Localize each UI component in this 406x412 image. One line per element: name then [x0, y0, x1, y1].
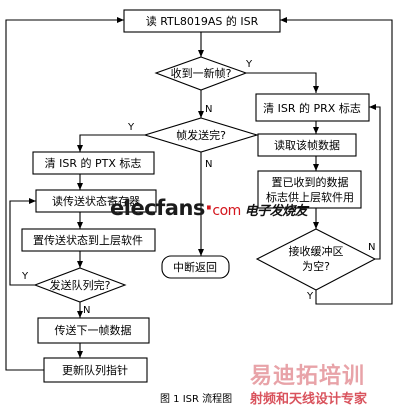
update-queue-text: 更新队列指针: [62, 363, 128, 377]
send-next-box: [37, 317, 150, 344]
interrupt-return-box: [161, 255, 230, 279]
watermark-logo-main: elecfans: [110, 196, 205, 220]
read-send-status-box: [35, 189, 157, 213]
label-y-rx-buffer: Y: [306, 291, 314, 302]
watermark-logo-dot: ·: [204, 196, 213, 220]
place-data-text-1: 置已收到的数据: [272, 175, 349, 189]
set-send-status-box: [21, 228, 156, 252]
send-next-text: 传送下一帧数据: [55, 323, 132, 337]
frame-sent-text: 帧发送完?: [176, 128, 226, 142]
site-watermark: 易迪拓培训 射频和天线设计专家: [250, 358, 406, 407]
read-frame-data-box: [257, 133, 357, 157]
watermark-site-cn: 易迪拓培训: [250, 364, 366, 389]
queue-done-text: 发送队列完?: [50, 278, 111, 292]
clear-prx-text: 清 ISR 的 PRX 标志: [263, 101, 361, 115]
rx-buffer-text-1: 接收缓冲区: [289, 244, 344, 258]
place-data-box: [257, 170, 362, 209]
watermark-logo-com: com: [212, 203, 241, 219]
place-data-text-2: 标志供上层软件用: [266, 190, 354, 204]
watermark-logo-cn: 电子发烧友: [244, 204, 308, 219]
clear-prx-box: [255, 93, 370, 122]
clear-ptx-text: 清 ISR 的 PTX 标志: [45, 156, 142, 170]
label-n-rx-buffer: N: [368, 242, 375, 253]
label-y-queue: Y: [21, 271, 29, 282]
label-y-received: Y: [245, 59, 253, 70]
decision-frame-sent: [143, 117, 259, 153]
interrupt-return-text: 中断返回: [173, 260, 217, 274]
set-send-status-text: 置传送状态到上层软件: [33, 233, 143, 247]
clear-ptx-box: [32, 151, 155, 175]
read-isr-box: [123, 9, 281, 33]
read-frame-data-text: 读取该帧数据: [274, 138, 340, 152]
update-queue-box: [43, 357, 148, 383]
figure-caption: 图 1 ISR 流程图: [160, 392, 232, 405]
watermark-site-sub: 射频和天线设计专家: [250, 392, 368, 407]
label-n-queue: N: [83, 305, 90, 316]
read-isr-text: 读 RTL8019AS 的 ISR: [146, 14, 259, 28]
decision-received-frame: [154, 56, 248, 91]
label-n-received: N: [205, 104, 212, 115]
label-n-frame-sent: N: [205, 159, 212, 170]
decision-queue-done: [33, 267, 127, 303]
label-y-frame-sent: Y: [127, 122, 135, 133]
read-send-status-text: 读传送状态寄存器: [52, 194, 140, 208]
rx-buffer-text-2: 为空?: [302, 259, 330, 273]
received-frame-text: 收到一新帧?: [171, 66, 232, 80]
decision-rx-buffer-empty: [255, 228, 377, 291]
